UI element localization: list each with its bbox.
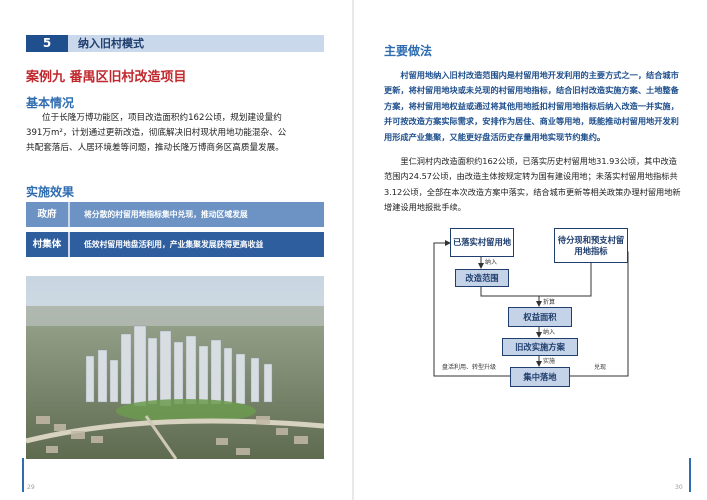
page-corner-mark	[22, 458, 24, 492]
flow-box-renewal-scope: 改造范围	[455, 269, 509, 287]
flow-label-implement: 实施	[543, 358, 556, 365]
row-text: 将分散的村留用地指标集中兑现，推动区域发展	[84, 210, 248, 219]
effect-row-village: 村集体 低效村留用地盘活利用，产业集聚发展获得更高收益	[26, 232, 324, 257]
page-corner-mark	[689, 458, 691, 492]
page-number: 29	[27, 484, 35, 491]
row-text-bg	[70, 202, 324, 227]
page-gutter	[352, 0, 354, 500]
page-number: 30	[675, 484, 683, 491]
flow-arrows	[433, 240, 629, 377]
left-page: 5 纳入旧村模式 案例九 番禺区旧村改造项目 基本情况 位于长隆万博功能区，项目…	[0, 0, 352, 500]
effect-heading: 实施效果	[26, 185, 75, 199]
case-title: 案例九 番禺区旧村改造项目	[26, 70, 187, 85]
row-text: 低效村留用地盘活利用，产业集聚发展获得更高收益	[84, 240, 264, 249]
basic-line: 位于长隆万博功能区，项目改造面积约162公顷，规划建设量约	[42, 113, 282, 123]
measures-heading: 主要做法	[384, 44, 433, 58]
flow-label-redeem: 兑现	[594, 364, 607, 371]
row-text-bg	[70, 232, 324, 257]
flow-label-include: 纳入	[543, 329, 556, 336]
section-number: 5	[26, 35, 68, 52]
row-label: 村集体	[26, 232, 68, 257]
basic-line: 共配套落后、人居环境差等问题，推动长隆万博商务区高质量发展。	[26, 143, 284, 153]
measures-text: 村留用地纳入旧村改造范围内是村留用地开发利用的主要方式之一，结合城市更新，将村留…	[384, 70, 679, 142]
basic-heading: 基本情况	[26, 96, 75, 110]
row-label: 政府	[26, 202, 68, 227]
flow-box-pending-quota: 待分现和预支村留用地指标	[554, 228, 628, 263]
effect-row-government: 政府 将分散的村留用地指标集中兑现，推动区域发展	[26, 202, 324, 227]
flow-box-equity-area: 权益面积	[508, 307, 572, 327]
basic-text: 位于长隆万博功能区，项目改造面积约162公顷，规划建设量约 391万m²，计划通…	[26, 111, 331, 156]
section-title: 纳入旧村模式	[78, 37, 144, 50]
flow-box-implemented-land: 已落实村留用地	[450, 228, 514, 257]
section-bar	[26, 35, 324, 52]
flow-label-revitalize: 盘活利用、转型升级	[442, 364, 497, 371]
basic-line: 391万m²，计划通过更新改造，彻底解决旧村现状用地功能混杂、公	[26, 128, 287, 138]
flow-box-implementation-plan: 旧改实施方案	[502, 338, 578, 356]
flow-label-convert: 折算	[543, 299, 556, 306]
flow-box-centralized-landing: 集中落地	[510, 367, 570, 387]
right-page: 主要做法 村留用地纳入旧村改造范围内是村留用地开发利用的主要方式之一，结合城市更…	[354, 0, 707, 500]
aerial-rendering-image	[26, 276, 324, 459]
flow-label-include: 纳入	[485, 259, 498, 266]
case-detail-text: 里仁洞村内改造面积约162公顷，已落实历史村留用地31.93公顷，其中改造范围内…	[384, 156, 681, 213]
